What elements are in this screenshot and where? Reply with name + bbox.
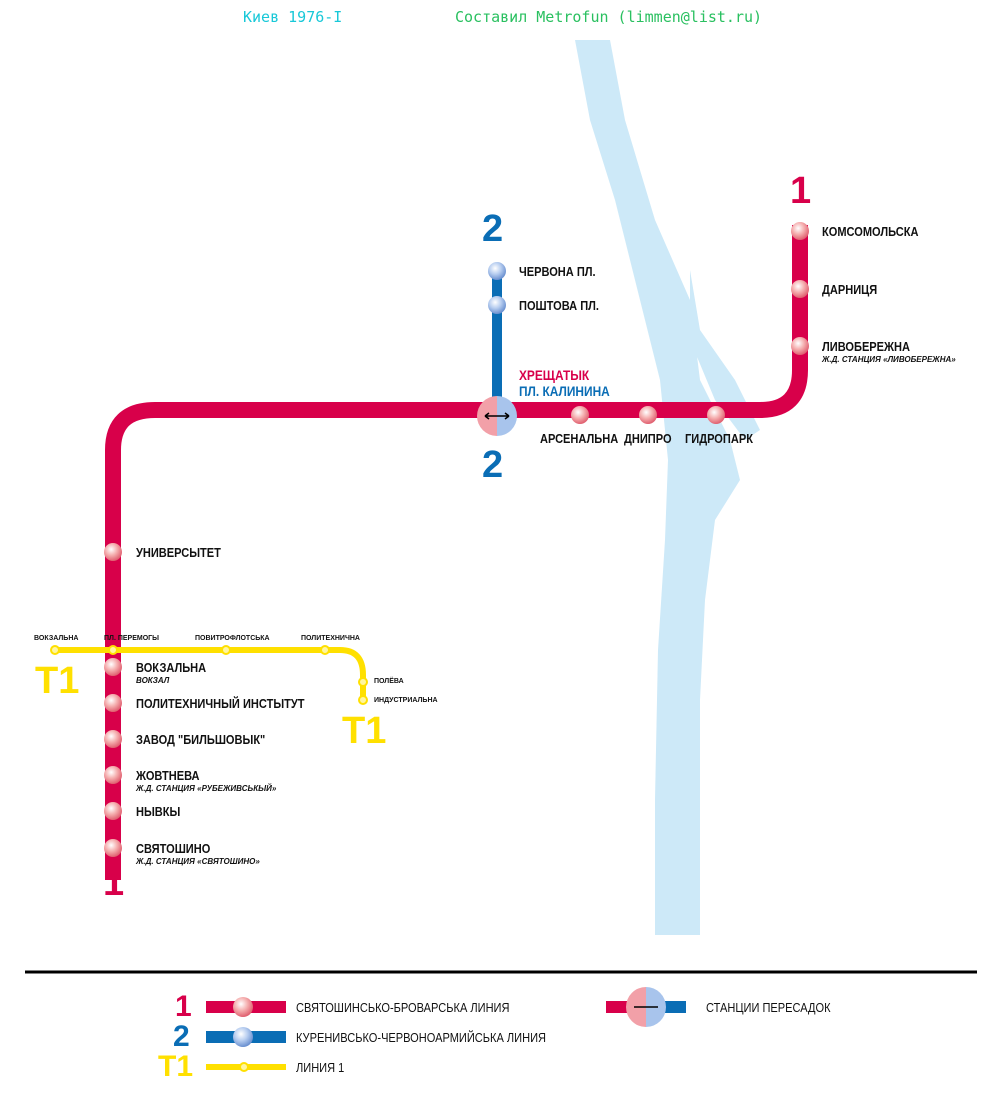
station-label[interactable]: ДНИПРО	[624, 431, 672, 446]
river	[575, 40, 760, 935]
t1-number-left: T1	[35, 660, 80, 702]
station-label[interactable]: ЖОВТНЕВА	[136, 768, 200, 783]
line-1-number-top: 1	[790, 170, 812, 212]
station-note: Ж.Д. СТАНЦИЯ «РУБЕЖИВСЬКЫЙ»	[136, 784, 277, 793]
line-1-stations	[104, 222, 809, 857]
line-2-stations	[488, 262, 506, 314]
station-label[interactable]: ВОКЗАЛЬНА	[136, 660, 207, 675]
line-1-track	[105, 225, 808, 880]
t1-track	[55, 647, 366, 700]
station-note: Ж.Д. СТАНЦИЯ «СВЯТОШИНО»	[136, 857, 260, 866]
line-2-number-bottom: 2	[482, 444, 504, 486]
map-title: Киев 1976-I	[243, 8, 343, 26]
station-label[interactable]: ЛИВОБЕРЕЖНА	[822, 339, 911, 354]
t1-station-label[interactable]: ИНДУСТРИАЛЬНА	[374, 697, 438, 704]
line-2-number-top: 2	[482, 208, 504, 250]
station-label[interactable]: ЧЕРВОНА ПЛ.	[519, 264, 596, 279]
t1-stations	[50, 645, 368, 705]
legend-line-1-label: СВЯТОШИНСЬКО-БРОВАРСЬКА ЛИНИЯ	[296, 1000, 510, 1015]
station-label[interactable]: ГИДРОПАРК	[685, 431, 753, 446]
t1-station-label[interactable]: ПЛ. ПЕРЕМОГЫ	[104, 635, 159, 642]
station-label[interactable]: ДАРНИЦЯ	[822, 282, 878, 297]
legend-t1-label: ЛИНИЯ 1	[296, 1060, 345, 1075]
station-label[interactable]: СВЯТОШИНО	[136, 841, 211, 856]
legend-t1-number: T1	[158, 1050, 194, 1083]
map-credit: Составил Metrofun (limmen@list.ru)	[455, 8, 763, 26]
t1-station-label[interactable]: ПОЛЁВА	[374, 678, 404, 685]
legend-line-1-number: 1	[175, 990, 192, 1023]
legend-transfer-label: СТАНЦИИ ПЕРЕСАДОК	[706, 1000, 831, 1015]
station-label[interactable]: ПОШТОВА ПЛ.	[519, 298, 599, 313]
legend-line-2-number: 2	[173, 1020, 190, 1053]
station-label[interactable]: УНИВЕРСЫТЕТ	[136, 545, 221, 560]
t1-station-label[interactable]: ВОКЗАЛЬНА	[34, 635, 79, 642]
station-note: Ж.Д. СТАНЦИЯ «ЛИВОБЕРЕЖНА»	[822, 355, 956, 364]
legend-line-2-label: КУРЕНИВСЬКО-ЧЕРВОНОАРМИЙСЬКА ЛИНИЯ	[296, 1030, 547, 1045]
station-label[interactable]: ЗАВОД "БИЛЬШОВЫК"	[136, 732, 266, 747]
station-label[interactable]: НЫВКЫ	[136, 804, 181, 819]
t1-station-label[interactable]: ПОВИТРОФЛОТСЬКА	[195, 635, 270, 642]
transfer-label-line-1[interactable]: ХРЕЩАТЫК	[519, 367, 590, 383]
t1-station-label[interactable]: ПОЛИТЕХНИЧНА	[301, 635, 360, 642]
t1-number-right: T1	[342, 710, 387, 752]
transfer-label-line-2[interactable]: ПЛ. КАЛИНИНА	[519, 383, 610, 399]
legend-swatches	[206, 987, 686, 1072]
station-label[interactable]: КОМСОМОЛЬСКА	[822, 224, 919, 239]
station-label[interactable]: ПОЛИТЕХНИЧНЫЙ ИНСТЫТУТ	[136, 696, 305, 711]
transfer-station	[477, 396, 517, 436]
line-1-number-bottom: 1	[103, 862, 125, 904]
station-label[interactable]: АРСЕНАЛЬНА	[540, 431, 619, 446]
station-note: ВОКЗАЛ	[136, 676, 170, 685]
